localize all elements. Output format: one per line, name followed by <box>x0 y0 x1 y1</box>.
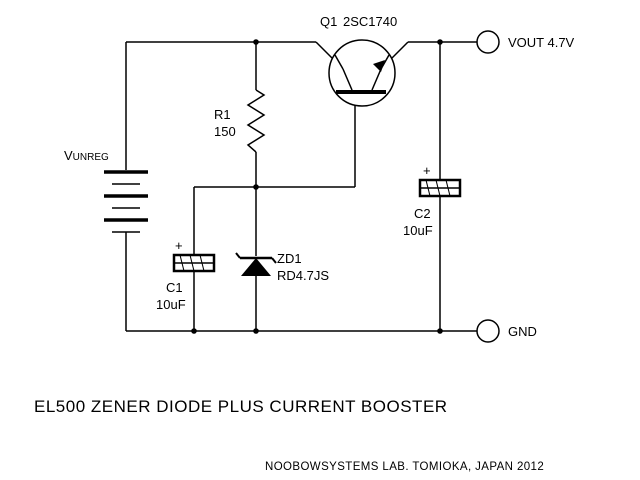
junction-mid <box>253 184 259 190</box>
c2-polarity: + <box>423 163 431 178</box>
junction-c2-top <box>437 39 443 45</box>
junction-zd1-bottom <box>253 328 259 334</box>
c2-value: 10uF <box>403 223 433 238</box>
gnd-label: GND <box>508 324 537 339</box>
resistor-ref: R1 <box>214 107 231 122</box>
capacitor-c1-symbol <box>172 253 216 273</box>
zener-symbol <box>235 252 277 276</box>
transistor-body <box>328 39 396 107</box>
transistor-ref: Q1 <box>320 14 337 29</box>
vout-terminal-icon <box>476 30 500 54</box>
credit-line: NOOBOWSYSTEMS LAB. TOMIOKA, JAPAN 2012 <box>265 461 544 473</box>
zener-part: RD4.7JS <box>277 268 329 283</box>
resistor-value: 150 <box>214 124 236 139</box>
diagram-title: EL500 ZENER DIODE PLUS CURRENT BOOSTER <box>34 397 448 416</box>
junction-c1-bottom <box>191 328 197 334</box>
junction-r1-top <box>253 39 259 45</box>
vout-label: VOUT 4.7V <box>508 35 575 50</box>
c1-polarity: + <box>175 238 183 253</box>
transistor-symbol <box>328 39 396 107</box>
junction-c2-bottom <box>437 328 443 334</box>
transistor-part: 2SC1740 <box>343 14 397 29</box>
battery-label: VUNREG <box>64 148 109 163</box>
zener-triangle <box>241 258 271 276</box>
emitter-arrow-icon <box>373 60 385 72</box>
zener-ref: ZD1 <box>277 251 302 266</box>
junctions <box>191 39 443 334</box>
resistor-zigzag <box>246 89 266 153</box>
wires <box>125 41 477 332</box>
battery-symbol <box>104 170 148 240</box>
capacitor-c2-symbol <box>418 178 462 198</box>
gnd-terminal-icon <box>476 319 500 343</box>
transistor-emitter-lead <box>371 68 382 91</box>
c1-value: 10uF <box>156 297 186 312</box>
transistor-collector-lead <box>342 68 353 91</box>
transistor-collector-ext <box>334 54 344 70</box>
c2-ref: C2 <box>414 206 431 221</box>
c1-ref: C1 <box>166 280 183 295</box>
